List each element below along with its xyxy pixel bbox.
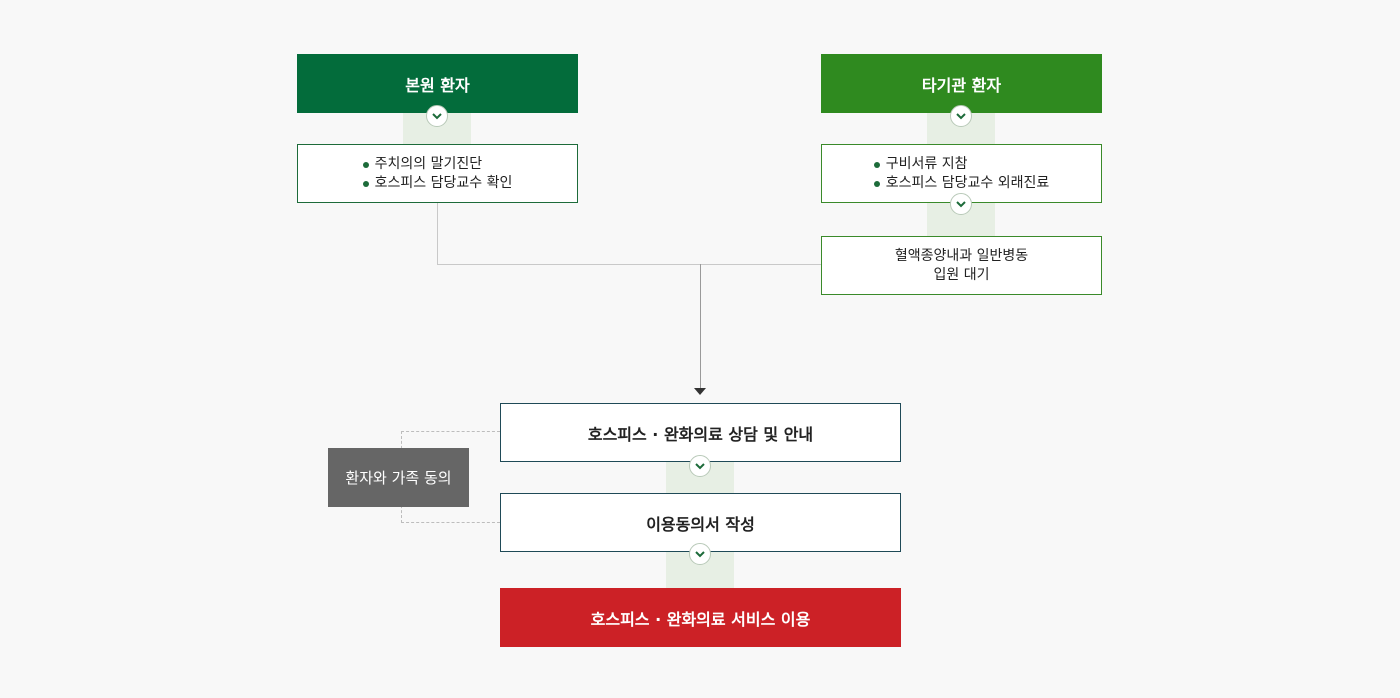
merge-horizontal-line: [437, 264, 821, 265]
consent-form-step-label: 이용동의서 작성: [646, 514, 755, 534]
right-criteria-list: 구비서류 지참 호스피스 담당교수 외래진료: [873, 155, 1049, 193]
down-arrow-icon: [694, 388, 706, 395]
admission-wait-box: 혈액종양내과 일반병동 입원 대기: [821, 236, 1102, 295]
counseling-step-label: 호스피스 · 완화의료 상담 및 안내: [587, 424, 814, 444]
left-vertical-line: [437, 202, 438, 264]
consent-form-step-box: 이용동의서 작성: [500, 493, 901, 552]
chevron-down-icon: [426, 105, 448, 127]
list-item: 구비서류 지참: [873, 155, 1049, 174]
admission-wait-line1: 혈액종양내과 일반병동: [894, 247, 1029, 264]
chevron-down-icon: [950, 105, 972, 127]
left-header-label: 본원 환자: [405, 75, 470, 95]
left-criteria-box: 주치의의 말기진단 호스피스 담당교수 확인: [297, 144, 578, 203]
center-vertical-line: [700, 264, 701, 390]
chevron-down-icon: [950, 193, 972, 215]
counseling-step-box: 호스피스 · 완화의료 상담 및 안내: [500, 403, 901, 462]
chevron-down-icon: [689, 543, 711, 565]
chevron-down-icon: [689, 455, 711, 477]
patient-family-consent-box: 환자와 가족 동의: [328, 448, 469, 507]
right-header: 타기관 환자: [821, 54, 1102, 113]
left-criteria-list: 주치의의 말기진단 호스피스 담당교수 확인: [362, 155, 513, 193]
admission-wait-line2: 입원 대기: [933, 266, 990, 283]
service-use-box: 호스피스 · 완화의료 서비스 이용: [500, 588, 901, 647]
right-header-label: 타기관 환자: [921, 75, 1002, 95]
service-use-label: 호스피스 · 완화의료 서비스 이용: [590, 609, 811, 629]
admission-wait-text: 혈액종양내과 일반병동 입원 대기: [895, 247, 1028, 285]
list-item: 호스피스 담당교수 외래진료: [873, 174, 1049, 193]
list-item: 호스피스 담당교수 확인: [362, 174, 512, 193]
patient-family-consent-label: 환자와 가족 동의: [345, 469, 452, 487]
list-item: 주치의의 말기진단: [362, 155, 513, 174]
left-header: 본원 환자: [297, 54, 578, 113]
